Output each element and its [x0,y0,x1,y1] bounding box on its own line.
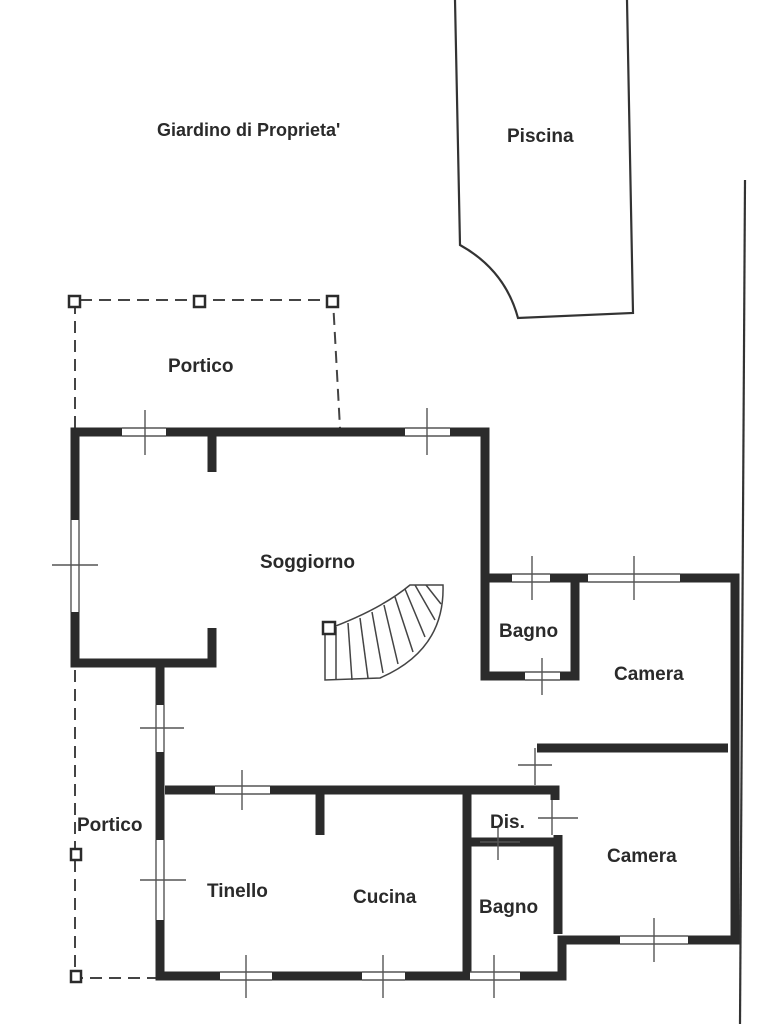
portico-top-label: Portico [168,356,233,377]
portico-post [325,294,340,309]
bath-upper-label: Bagno [499,621,558,642]
corridor-label: Dis. [490,812,525,833]
stair-newel-post [321,620,337,636]
bath-lower-label: Bagno [479,897,538,918]
pool-label: Piscina [507,126,574,147]
spiral-staircase [321,584,444,681]
portico-left-label: Portico [77,815,142,836]
kitchen-label: Cucina [353,887,417,908]
portico-post [69,847,83,862]
living-room-label: Soggiorno [260,552,355,573]
bedroom-lower-label: Camera [607,846,677,867]
portico-post [69,969,83,984]
exterior-walls [70,427,740,981]
garden-label: Giardino di Proprieta' [157,120,340,140]
window-markers [52,408,688,998]
pool-outline [453,0,635,320]
portico-post [192,294,207,309]
dinette-label: Tinello [207,881,268,902]
property-boundary-right [738,179,747,1024]
portico-post [67,294,82,309]
bedroom-upper-label: Camera [614,664,684,685]
